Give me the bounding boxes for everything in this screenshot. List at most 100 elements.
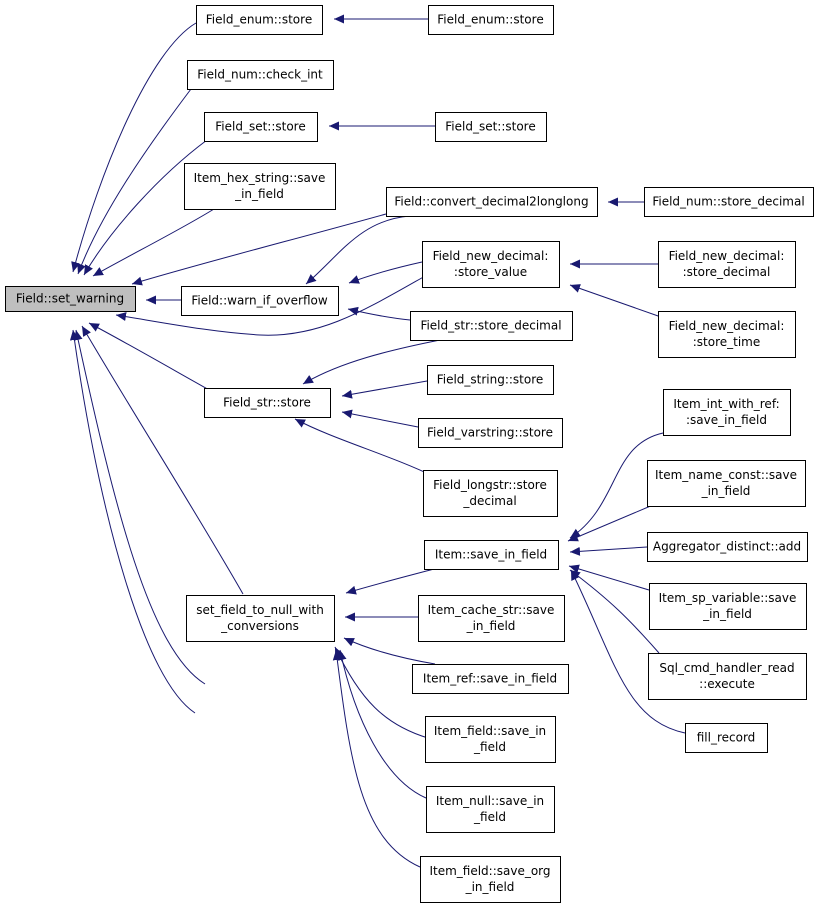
node-field-save-org[interactable]: Item_field::save_org_in_field [420, 856, 561, 903]
edge-str_store-to-root [88, 322, 212, 392]
node-label-line: Field_enum::store [437, 13, 543, 27]
edge-ref_save-to-set_null [343, 637, 436, 665]
node-string-store[interactable]: Field_string::store [427, 365, 554, 395]
node-box [649, 583, 807, 630]
node-label-line: _in_field [234, 187, 284, 201]
node-label-line: Item_int_with_ref: [673, 397, 779, 411]
edge-sp_var_save-to-item_save [568, 564, 650, 591]
node-label-line: Item_name_const::save [655, 468, 797, 482]
edge-longstr_store-to-str_store [294, 418, 436, 478]
node-warn-overflow[interactable]: Field::warn_if_overflow [181, 286, 339, 316]
node-name-const-save[interactable]: Item_name_const::save_in_field [647, 460, 806, 507]
node-ref-save[interactable]: Item_ref::save_in_field [412, 664, 569, 694]
node-label-line: Item::save_in_field [435, 548, 547, 562]
node-label-line: :save_in_field [686, 413, 767, 427]
node-box [187, 60, 334, 90]
node-label-line: :store_decimal [683, 265, 771, 279]
node-label-line: Item_field::save_org [429, 864, 550, 878]
edge-string_store-to-str_store [341, 380, 428, 399]
edge-fill_record-to-item_save [570, 569, 686, 734]
node-label-line: Field::convert_decimal2longlong [394, 195, 588, 209]
node-box [386, 187, 598, 217]
edge-field_save_org-to-set_null [332, 649, 421, 868]
node-label-line: Field_varstring::store [427, 426, 553, 440]
node-box [423, 470, 558, 517]
node-field-save[interactable]: Item_field::save_in_field [425, 716, 556, 763]
node-box [427, 365, 554, 395]
edge-str_store_dec-to-warn_overflow [347, 306, 411, 321]
node-label-line: Aggregator_distinct::add [653, 540, 801, 554]
node-label-line: Item_null::save_in [436, 794, 544, 808]
node-label-line: _conversions [220, 619, 299, 633]
node-label-line: Field::warn_if_overflow [191, 294, 327, 308]
edge-num_check_int-to-root [77, 88, 192, 275]
node-aggr-add[interactable]: Aggregator_distinct::add [647, 532, 808, 562]
node-label-line: Field_new_decimal: [669, 319, 785, 333]
node-box [658, 311, 796, 358]
edge-nd_store_value-to-warn_overflow [348, 261, 423, 284]
node-box [647, 460, 806, 507]
edge-nd_store_value-to-root [115, 274, 428, 336]
node-str-store-dec[interactable]: Field_str::store_decimal [410, 311, 573, 341]
node-sql-cmd[interactable]: Sql_cmd_handler_read::execute [648, 653, 807, 700]
node-label-line: Item_sp_variable::save [659, 591, 797, 605]
node-longstr-store[interactable]: Field_longstr::store_decimal [423, 470, 558, 517]
node-label-line: Field_num::store_decimal [652, 195, 804, 209]
edge-conv_dec-to-warn_overflow [305, 215, 411, 285]
node-box [420, 856, 561, 903]
node-box [196, 5, 323, 35]
node-label-line: Sql_cmd_handler_read [659, 661, 794, 675]
node-fill-record[interactable]: fill_record [685, 723, 768, 753]
node-label-line: _in_field [701, 484, 751, 498]
node-label-line: Field_enum::store [206, 13, 312, 27]
edge-aggr_add-to-item_save [569, 546, 648, 556]
node-label-line: Field_set::store [445, 120, 535, 134]
edge-set_store-to-root [83, 139, 208, 276]
node-set-store2[interactable]: Field_set::store [435, 112, 547, 142]
node-label-line: Field_str::store_decimal [420, 319, 561, 333]
node-box [663, 389, 791, 436]
node-label-line: Item_cache_str::save [428, 603, 555, 617]
node-box [204, 388, 331, 418]
node-null-save[interactable]: Item_null::save_in_field [426, 786, 555, 833]
edge-varstring_store-to-str_store [341, 409, 419, 428]
node-label-line: _in_field [702, 607, 752, 621]
node-label-line: Item_field::save_in [434, 724, 546, 738]
node-enum-store2[interactable]: Field_enum::store [428, 5, 554, 35]
node-label-line: :store_time [693, 335, 761, 349]
node-item-save[interactable]: Item::save_in_field [424, 540, 559, 570]
node-hex-save[interactable]: Item_hex_string::save_in_field [184, 163, 336, 210]
node-label-line: Item_hex_string::save [194, 171, 326, 185]
node-box [181, 286, 339, 316]
node-varstring-store[interactable]: Field_varstring::store [418, 418, 563, 448]
node-enum-store[interactable]: Field_enum::store [196, 5, 323, 35]
node-sp-var-save[interactable]: Item_sp_variable::save_in_field [649, 583, 807, 630]
node-label-line: Field_string::store [437, 373, 544, 387]
edge-hex_save-to-root [92, 208, 215, 277]
node-label-line: _in_field [466, 619, 516, 633]
node-label-line: Item_ref::save_in_field [423, 672, 557, 686]
edge-sql_cmd-to-item_save [569, 569, 660, 654]
node-nd-store-value[interactable]: Field_new_decimal::store_value [422, 241, 560, 288]
edge-long_store-to-root [73, 329, 206, 685]
node-num-store-dec[interactable]: Field_num::store_decimal [644, 187, 814, 217]
node-str-store[interactable]: Field_str::store [204, 388, 331, 418]
node-box [426, 786, 555, 833]
node-set-null[interactable]: set_field_to_null_with_conversions [186, 595, 335, 642]
node-root[interactable]: Field::set_warning [5, 286, 136, 312]
node-label-line: Field_new_decimal: [669, 249, 785, 263]
node-label-line: _field [473, 740, 506, 754]
node-num-check-int[interactable]: Field_num::check_int [187, 60, 334, 90]
node-box [412, 664, 569, 694]
node-nd-store-time[interactable]: Field_new_decimal::store_time [658, 311, 796, 358]
node-int-ref-save[interactable]: Item_int_with_ref::save_in_field [663, 389, 791, 436]
node-nd-store-decimal[interactable]: Field_new_decimal::store_decimal [658, 241, 796, 288]
node-label-line: Field_num::check_int [197, 68, 323, 82]
edge-conv_dec-to-root [131, 213, 387, 286]
node-box [425, 716, 556, 763]
edge-name_const_save-to-item_save [567, 504, 654, 542]
node-set-store[interactable]: Field_set::store [204, 112, 318, 142]
node-cache-str-save[interactable]: Item_cache_str::save_in_field [418, 595, 565, 642]
node-conv-dec[interactable]: Field::convert_decimal2longlong [386, 187, 598, 217]
